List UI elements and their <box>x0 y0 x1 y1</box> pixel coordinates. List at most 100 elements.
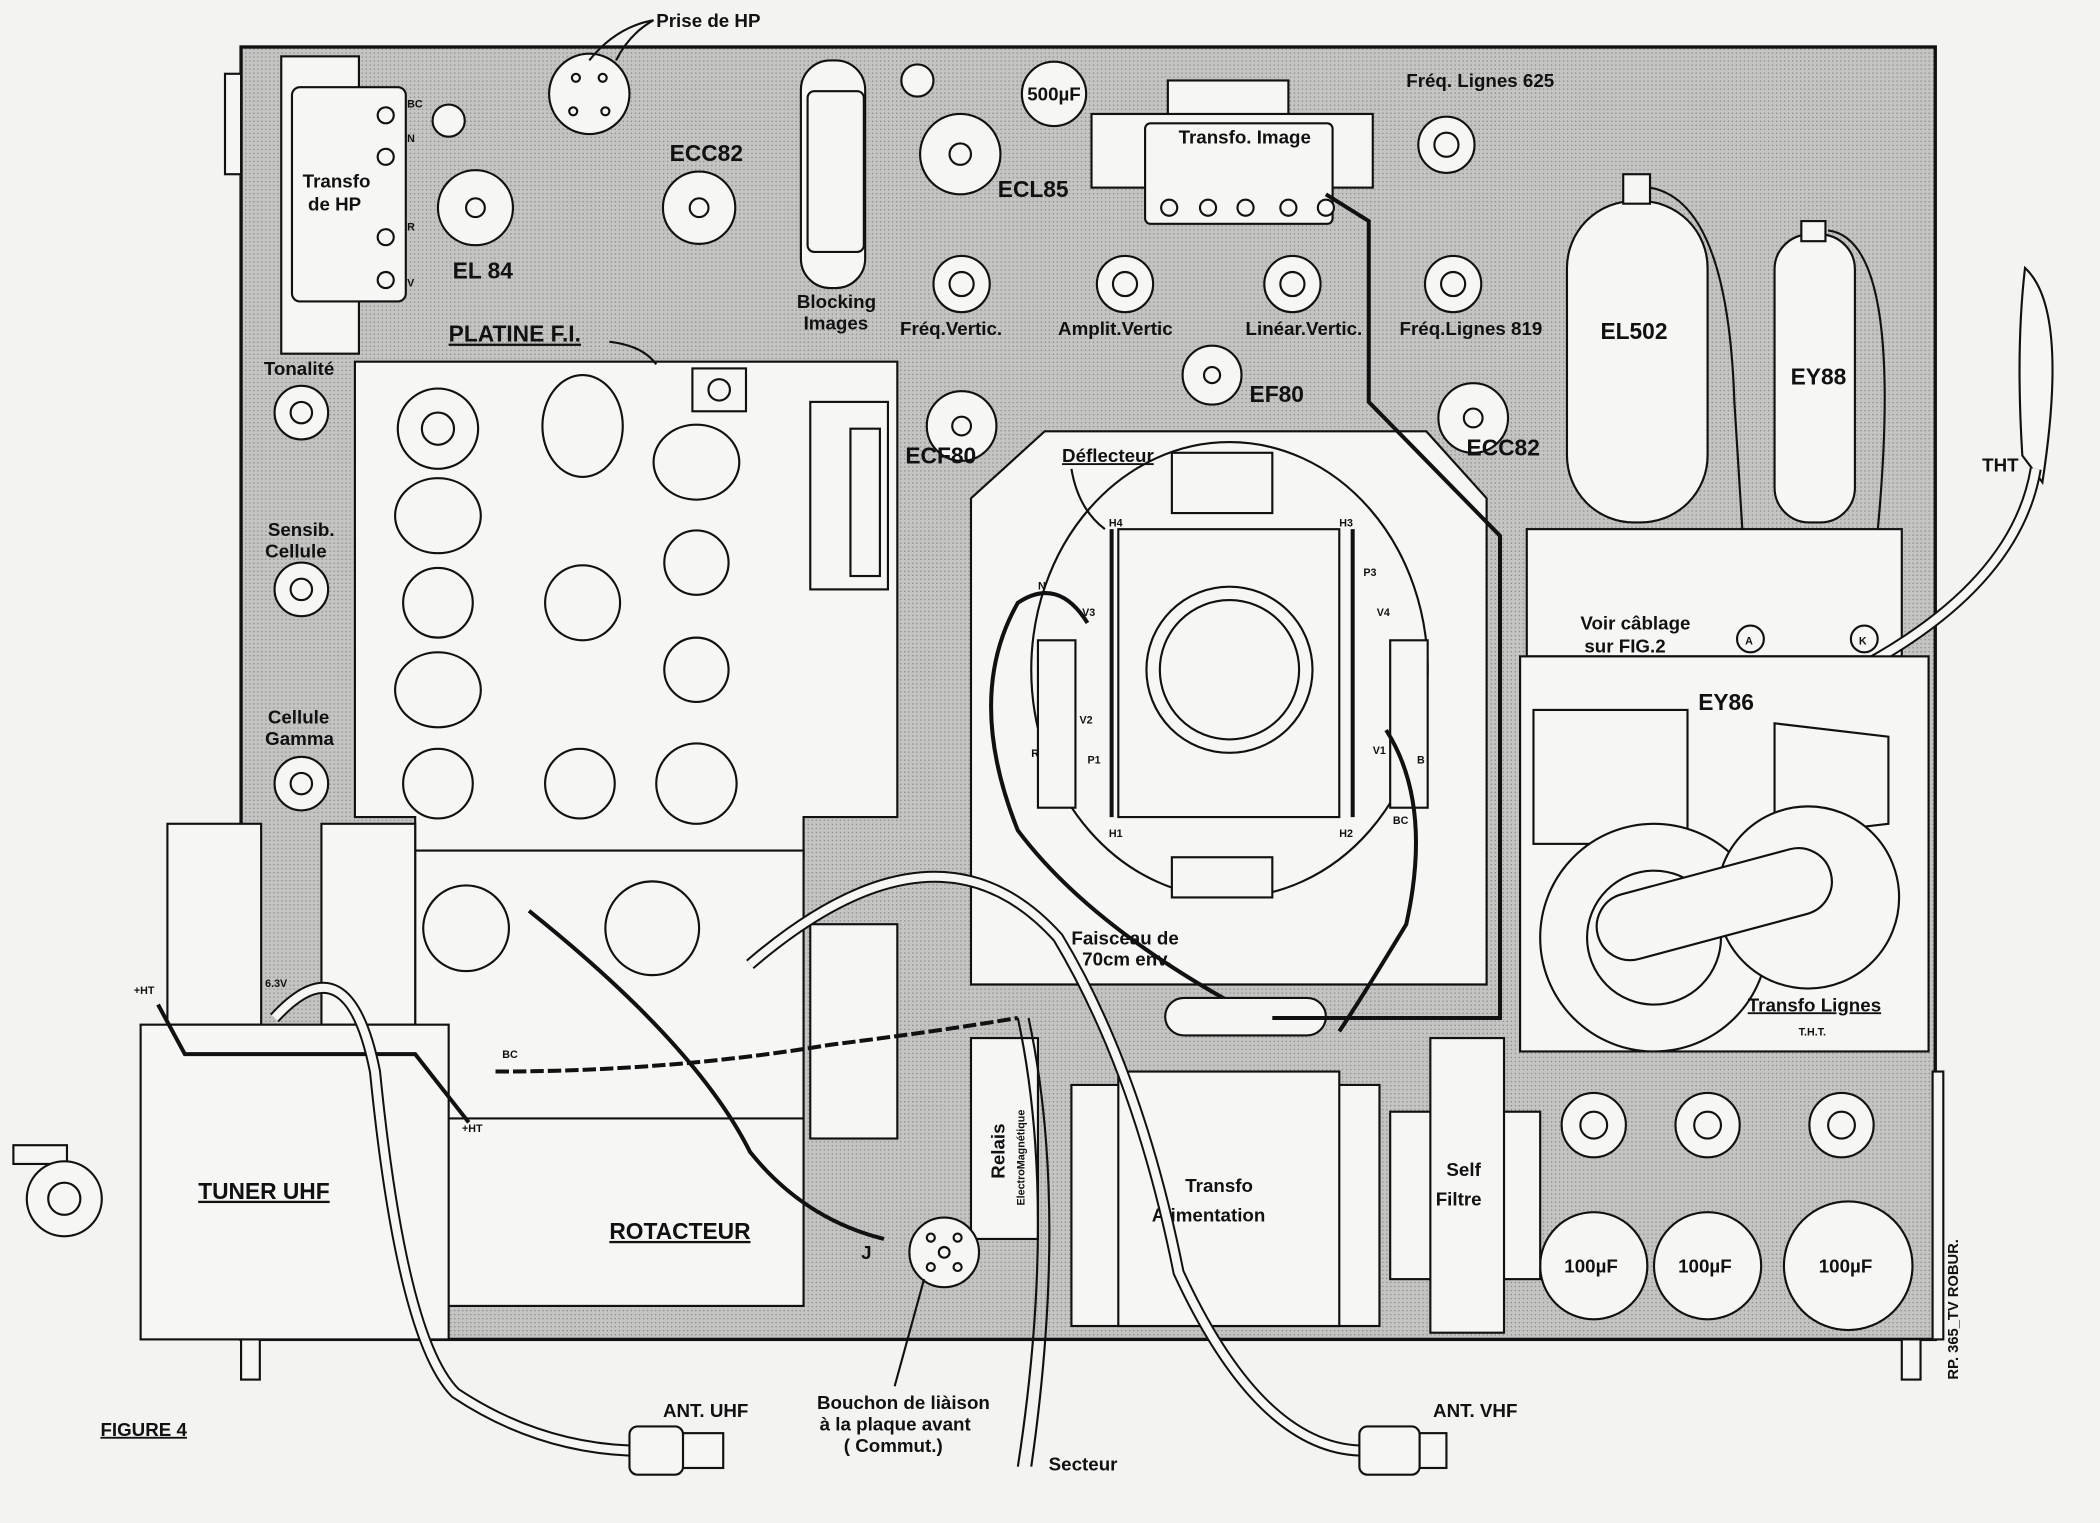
tube-socket-ecc82-right: ECC82 <box>1437 382 1540 460</box>
pin-v4: V4 <box>1377 607 1390 619</box>
label-ey86: EY86 <box>1698 689 1754 715</box>
label-secteur: Secteur <box>1049 1454 1118 1475</box>
point-a: A <box>1745 635 1753 647</box>
label-bouchon-3: ( Commut.) <box>844 1435 943 1456</box>
capacitor-100uf-2: 100µF <box>1652 1211 1763 1321</box>
pin-v1: V1 <box>1373 745 1386 757</box>
speaker-transformer: Transfo de HP BC N R V <box>280 55 423 355</box>
potentiometer-tonalite[interactable]: Tonalité <box>264 358 335 441</box>
pin-h3: H3 <box>1339 517 1353 529</box>
label-freq-vertic: Fréq.Vertic. <box>900 318 1002 339</box>
deflection-yoke: Déflecteur H4 H3 P3 V3 V4 V2 P1 V1 H1 H2… <box>969 430 1488 1037</box>
wire-code: BC <box>407 98 423 110</box>
label-ecc82: ECC82 <box>670 140 743 166</box>
pin-v2: V2 <box>1079 714 1092 726</box>
potentiometer-freq-vertic[interactable]: Fréq.Vertic. <box>900 254 1002 339</box>
label-relais-2: ElectroMagnétique <box>1016 1110 1028 1206</box>
wire-code: R <box>407 221 415 233</box>
potentiometer-bottom-2[interactable] <box>1674 1091 1741 1159</box>
tube-base-panel: Voir câblage sur FIG.2 A K <box>1525 528 1903 658</box>
potentiometer-bottom-1[interactable] <box>1560 1091 1627 1159</box>
potentiometer-cellule-gamma[interactable]: Cellule Gamma <box>265 706 335 812</box>
vhf-antenna-cable: ANT. VHF <box>746 870 1517 1476</box>
label-transfo-image: Transfo. Image <box>1179 126 1311 147</box>
label-plus-ht-2: +HT <box>462 1123 483 1135</box>
label-el502: EL502 <box>1600 318 1667 344</box>
label-relais: Relais <box>987 1123 1008 1178</box>
figure-caption: FIGURE 4 <box>100 1419 187 1440</box>
if-board: PLATINE F.I. <box>353 321 899 859</box>
ground-wire <box>1272 192 1503 1020</box>
label-cellule: Cellule <box>268 706 329 727</box>
tube-socket-el84: EL 84 <box>431 103 515 284</box>
potentiometer-linear-vertic[interactable]: Linéar.Vertic. <box>1246 254 1363 339</box>
ht-wire <box>156 1003 471 1124</box>
tube-el502: EL502 <box>1565 173 1749 617</box>
label-plus-ht: +HT <box>134 985 155 997</box>
label-freq-lignes-819: Fréq.Lignes 819 <box>1400 318 1543 339</box>
pin-h1: H1 <box>1109 828 1123 840</box>
tube-ey88: EY88 <box>1773 220 1886 617</box>
chassis-right-edge <box>1931 1070 1945 1341</box>
capacitor-100uf-3: 100µF <box>1782 1200 1914 1332</box>
mains-cable: Secteur <box>1016 1017 1118 1475</box>
foot-left <box>239 1338 261 1381</box>
label-ey88: EY88 <box>1791 363 1847 389</box>
label-100uf: 100µF <box>1564 1255 1618 1276</box>
rotary-tuner: ROTACTEUR <box>166 822 899 1307</box>
tube-socket-ecc82-top: ECC82 <box>661 140 743 245</box>
wire-code: N <box>1038 580 1046 592</box>
label-bouchon: Bouchon de liàison <box>817 1392 990 1413</box>
line-transformer: EY86 Transfo Lignes T.H.T. <box>1519 655 1930 1053</box>
label-blocking-2: Images <box>804 313 869 334</box>
label-transfo-alim-2: Alimentation <box>1152 1205 1266 1226</box>
twisted-pair <box>495 1015 1019 1074</box>
label-transfo-hp-2: de HP <box>308 193 361 214</box>
foot-right <box>1900 1338 1922 1381</box>
potentiometer-amplit-vertic[interactable]: Amplit.Vertic <box>1058 254 1173 339</box>
pin-h4: H4 <box>1109 517 1123 529</box>
label-transfo-alim: Transfo <box>1185 1175 1253 1196</box>
label-sensib: Sensib. <box>268 519 335 540</box>
wire-code: B <box>1417 755 1425 767</box>
label-cellule-2: Gamma <box>265 728 334 749</box>
label-tuner-uhf: TUNER UHF <box>198 1178 330 1204</box>
point-k: K <box>1859 635 1867 647</box>
label-self-2: Filtre <box>1436 1188 1482 1209</box>
capacitor-100uf-1: 100µF <box>1539 1211 1649 1321</box>
capacitor-500uf: 500µF <box>1020 60 1088 128</box>
tube-socket-ecf80: ECF80 <box>905 390 998 469</box>
label-ant-vhf: ANT. VHF <box>1433 1400 1517 1421</box>
blocking-images-transformer: Blocking Images <box>797 59 876 334</box>
label-j: J <box>861 1242 871 1263</box>
label-voir-cablage-2: sur FIG.2 <box>1584 635 1665 656</box>
potentiometer-sensib-cellule[interactable]: Sensib. Cellule <box>265 519 335 618</box>
wire-code: BC <box>502 1049 518 1061</box>
label-linear-vertic: Linéar.Vertic. <box>1246 318 1363 339</box>
label-100uf: 100µF <box>1678 1255 1732 1276</box>
potentiometer-freq-lignes-625[interactable]: Fréq. Lignes 625 <box>1406 70 1554 174</box>
wire-code: V <box>407 278 415 290</box>
uhf-tuner: TUNER UHF +HT 6.3V +HT BC <box>12 978 518 1341</box>
potentiometer-freq-lignes-819[interactable]: Fréq.Lignes 819 <box>1400 254 1543 339</box>
label-tht-sub: T.H.T. <box>1799 1026 1826 1038</box>
label-platine-fi: PLATINE F.I. <box>449 321 581 347</box>
label-rotacteur: ROTACTEUR <box>609 1218 750 1244</box>
label-6-3v: 6.3V <box>265 978 288 990</box>
wire-code: BC <box>1393 815 1409 827</box>
label-tht: THT <box>1982 455 2019 476</box>
figure-reference: RP. 365_TV ROBUR. <box>1946 1239 1962 1379</box>
pin-p1: P1 <box>1088 755 1101 767</box>
label-100uf: 100µF <box>1819 1255 1873 1276</box>
chassis-side-tab <box>223 72 243 176</box>
power-transformer: Transfo Alimentation <box>1070 1070 1381 1328</box>
potentiometer-bottom-3[interactable] <box>1808 1091 1875 1159</box>
label-transfo-hp: Transfo <box>303 171 371 192</box>
label-ant-uhf: ANT. UHF <box>663 1400 748 1421</box>
label-amplit-vertic: Amplit.Vertic <box>1058 318 1173 339</box>
label-ecl85: ECL85 <box>998 176 1069 202</box>
wire-code: N <box>407 133 415 145</box>
filter-choke: Self Filtre <box>1389 1036 1542 1334</box>
label-500uf: 500µF <box>1027 84 1081 105</box>
j-wire <box>527 909 885 1241</box>
